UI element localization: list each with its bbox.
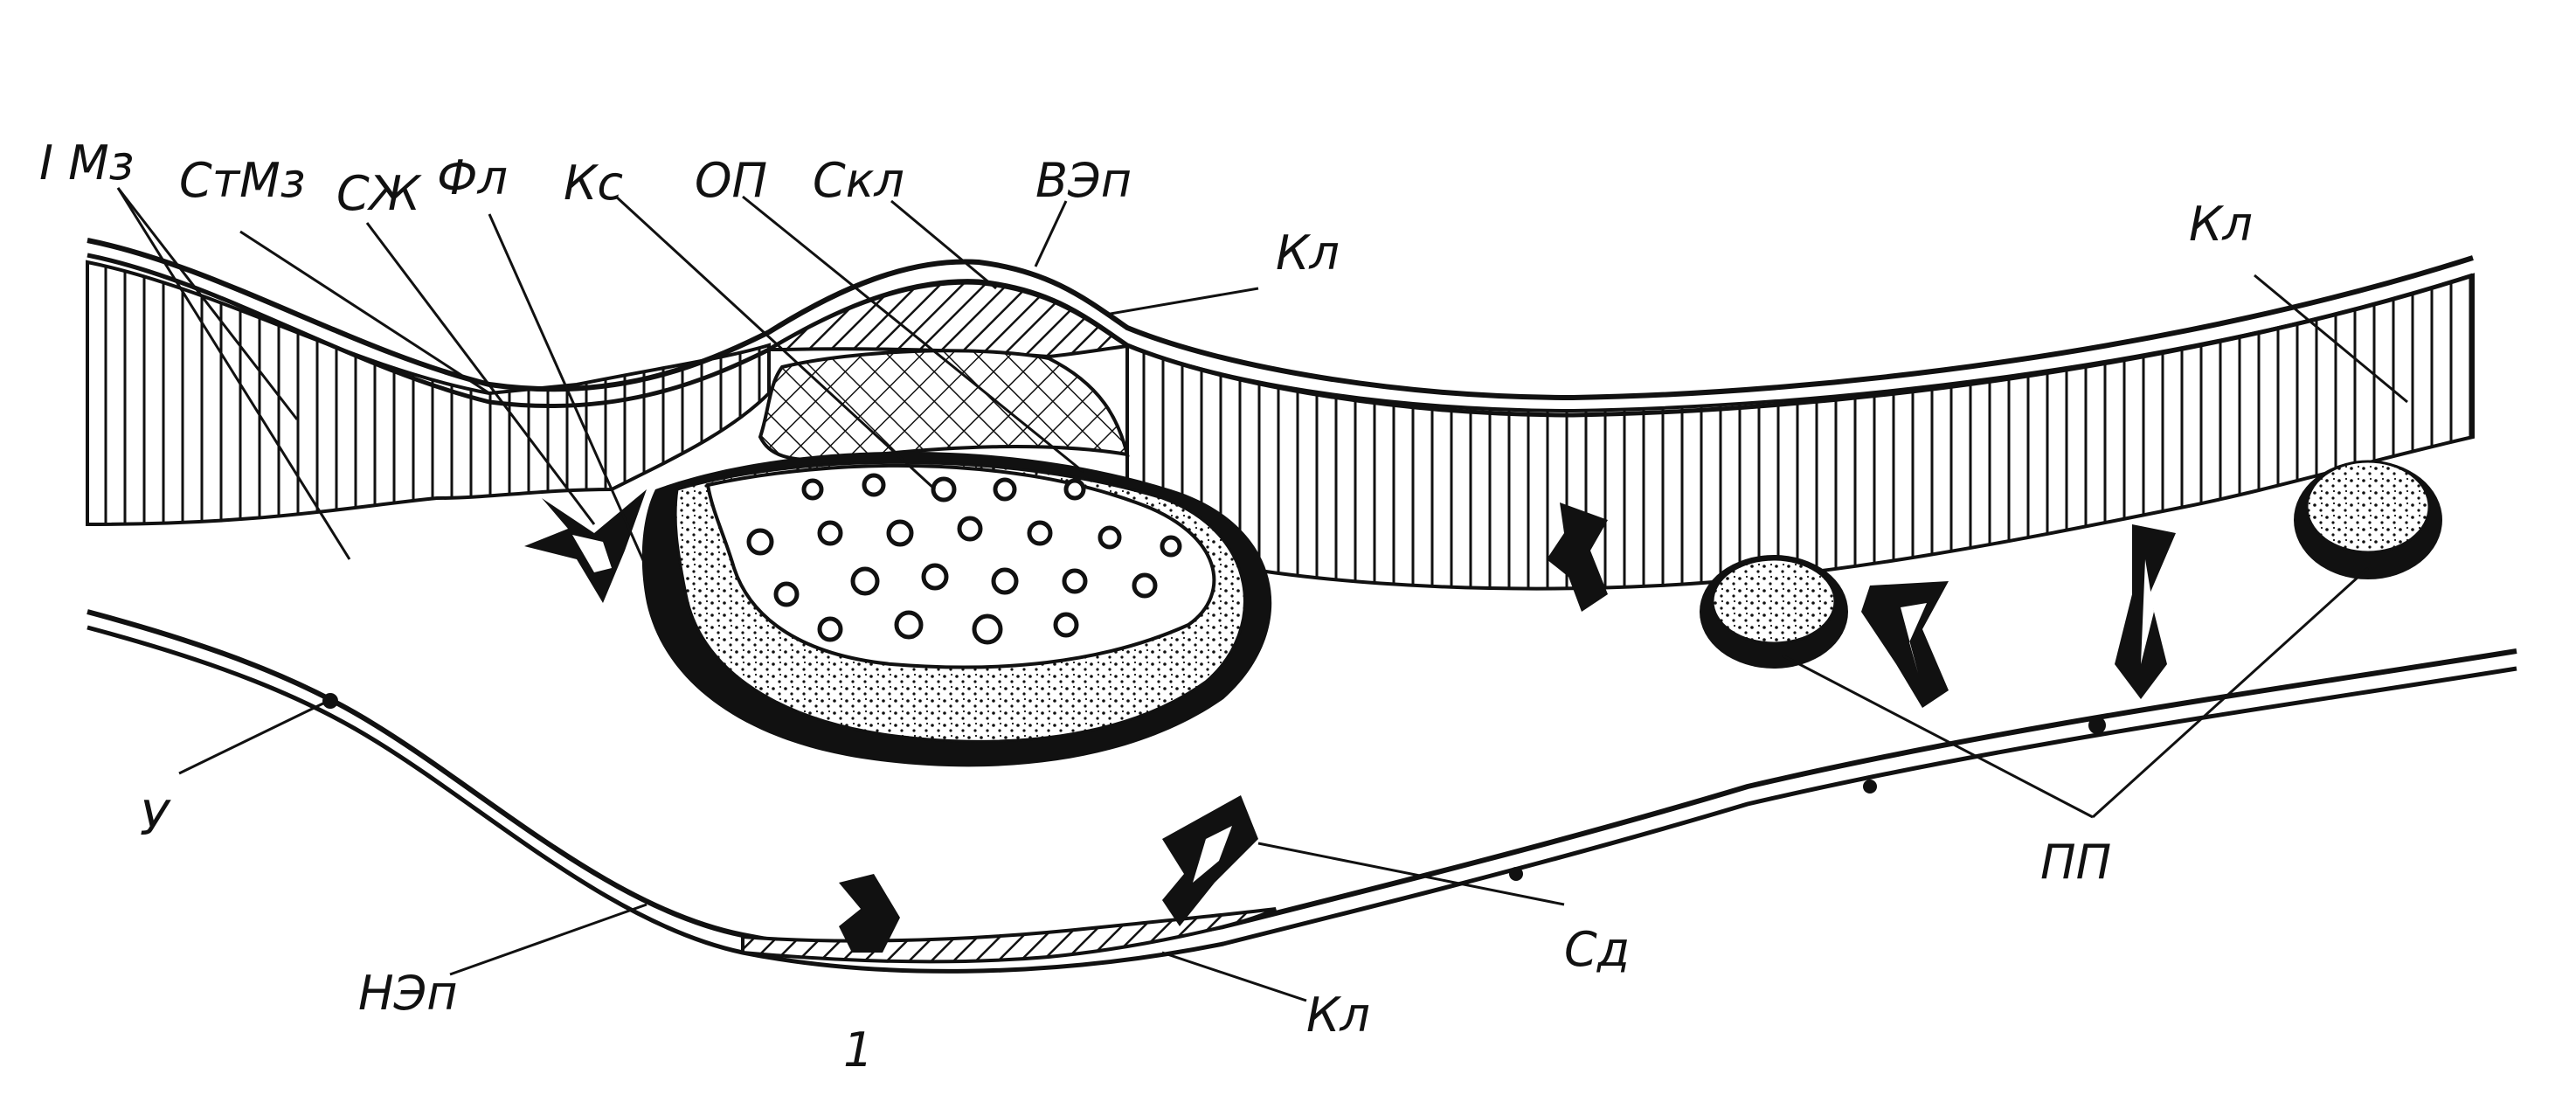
organ-cell <box>1098 525 1122 550</box>
label-kl-bottom: Кл <box>1306 988 1370 1043</box>
muscle-layer <box>86 260 2475 591</box>
label-st-mz: СтМз <box>179 153 305 208</box>
label-sd: Сд <box>1564 922 1630 977</box>
organ-cell <box>931 476 957 502</box>
organ-cell <box>850 566 880 596</box>
leader-lines <box>116 187 2408 1002</box>
organ-cell <box>862 473 886 497</box>
cuticle-layer-bottom <box>741 907 1277 964</box>
organ-cell <box>817 616 843 642</box>
label-i-mz: I Мз <box>39 135 134 191</box>
organ-cell <box>886 519 914 547</box>
label-u: У <box>140 791 171 846</box>
label-fl: Фл <box>437 150 508 205</box>
organ-cell <box>972 613 1003 645</box>
organ-cell <box>921 563 949 591</box>
label-vep: ВЭп <box>1035 153 1132 208</box>
organ-cell <box>957 516 983 542</box>
organ-cell <box>1062 568 1088 594</box>
organ-cell <box>817 520 843 546</box>
organ-cell-circles <box>746 473 1182 645</box>
label-kl-top: Кл <box>1276 225 1340 281</box>
label-op: ОП <box>695 153 767 208</box>
organ-cell <box>993 477 1017 502</box>
sclerite-cap <box>758 349 1130 462</box>
organ-cell <box>1160 535 1182 558</box>
sensory-organ <box>641 451 1272 767</box>
pericardial-cells <box>1700 460 2442 669</box>
figure-number: 1 <box>843 1022 873 1078</box>
organ-cell <box>1027 520 1053 546</box>
organ-cell <box>1063 478 1086 501</box>
organ-cell <box>894 610 924 640</box>
organ-cell <box>1053 612 1079 638</box>
label-kl-right: Кл <box>2189 197 2253 252</box>
organ-cell <box>773 581 800 607</box>
label-pp: ПП <box>2040 835 2111 890</box>
organ-cell <box>991 567 1019 595</box>
label-szh: СЖ <box>336 166 423 221</box>
label-skl: Скл <box>813 153 904 208</box>
label-ks: Кс <box>564 156 623 211</box>
label-nep: НЭп <box>358 966 458 1021</box>
organ-cell <box>801 478 824 501</box>
organ-cell <box>1132 572 1158 599</box>
organ-cell <box>746 528 774 556</box>
stellate-cells <box>524 489 2176 953</box>
